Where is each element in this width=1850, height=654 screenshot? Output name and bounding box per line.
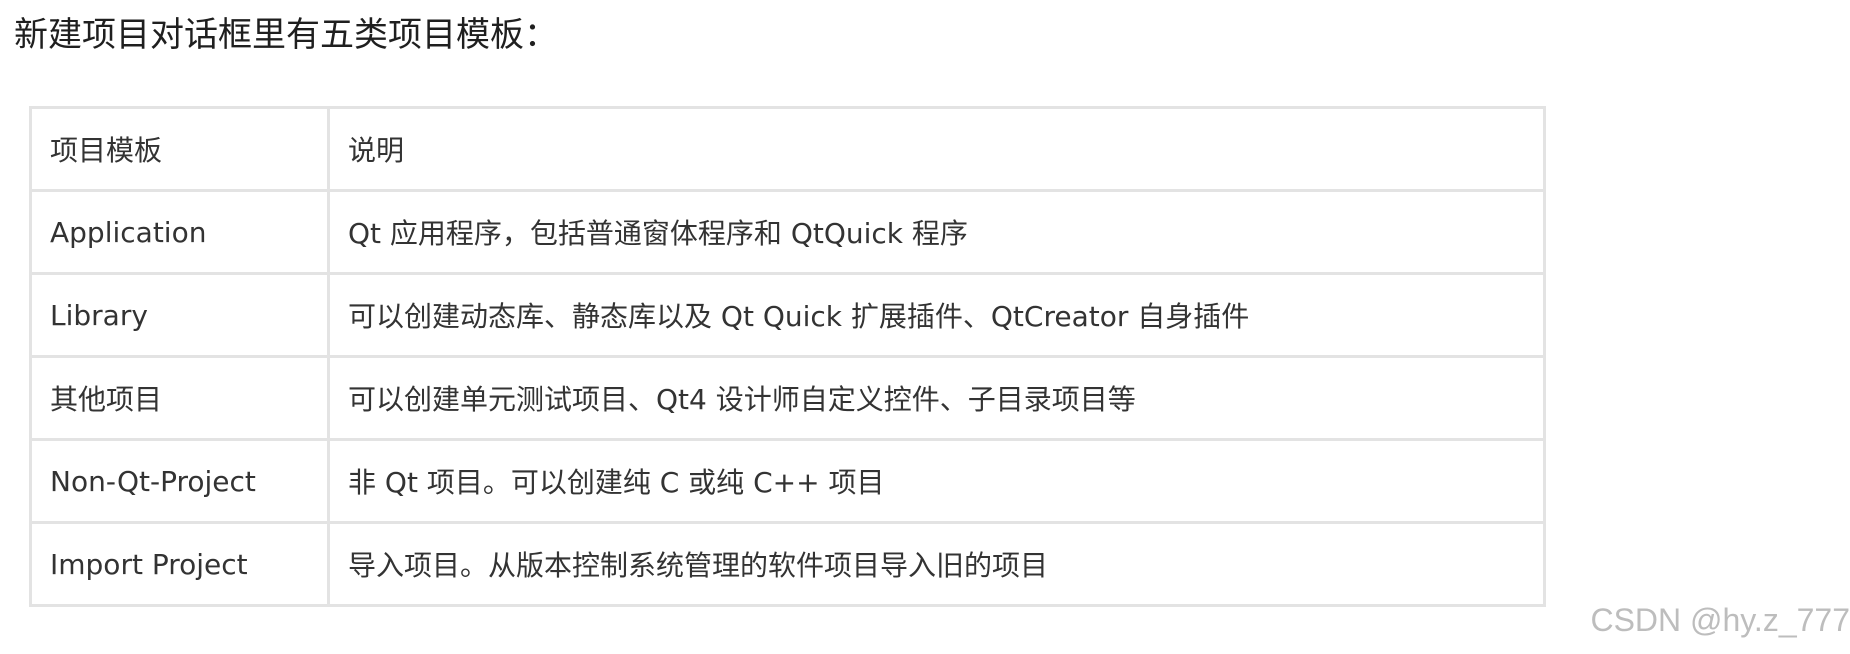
description-cell: 非 Qt 项目。可以创建纯 C 或纯 C++ 项目 [327,438,1546,524]
template-cell: Import Project [29,521,330,607]
template-cell: Application [29,189,330,275]
template-cell: Non-Qt-Project [29,438,330,524]
table-row: Library 可以创建动态库、静态库以及 Qt Quick 扩展插件、QtCr… [29,272,1546,358]
description-cell: Qt 应用程序，包括普通窗体程序和 QtQuick 程序 [327,189,1546,275]
intro-text: 新建项目对话框里有五类项目模板： [14,15,558,55]
description-cell: 导入项目。从版本控制系统管理的软件项目导入旧的项目 [327,521,1546,607]
header-cell-description: 说明 [327,106,1546,192]
table-header-row: 项目模板 说明 [29,106,1546,192]
project-templates-table: 项目模板 说明 Application Qt 应用程序，包括普通窗体程序和 Qt… [29,106,1546,607]
table-row: 其他项目 可以创建单元测试项目、Qt4 设计师自定义控件、子目录项目等 [29,355,1546,441]
description-cell: 可以创建单元测试项目、Qt4 设计师自定义控件、子目录项目等 [327,355,1546,441]
table-row: Non-Qt-Project 非 Qt 项目。可以创建纯 C 或纯 C++ 项目 [29,438,1546,524]
template-cell: Library [29,272,330,358]
header-cell-template: 项目模板 [29,106,330,192]
watermark: CSDN @hy.z_777 [1590,602,1850,638]
description-cell: 可以创建动态库、静态库以及 Qt Quick 扩展插件、QtCreator 自身… [327,272,1546,358]
template-cell: 其他项目 [29,355,330,441]
table-row: Application Qt 应用程序，包括普通窗体程序和 QtQuick 程序 [29,189,1546,275]
table-row: Import Project 导入项目。从版本控制系统管理的软件项目导入旧的项目 [29,521,1546,607]
